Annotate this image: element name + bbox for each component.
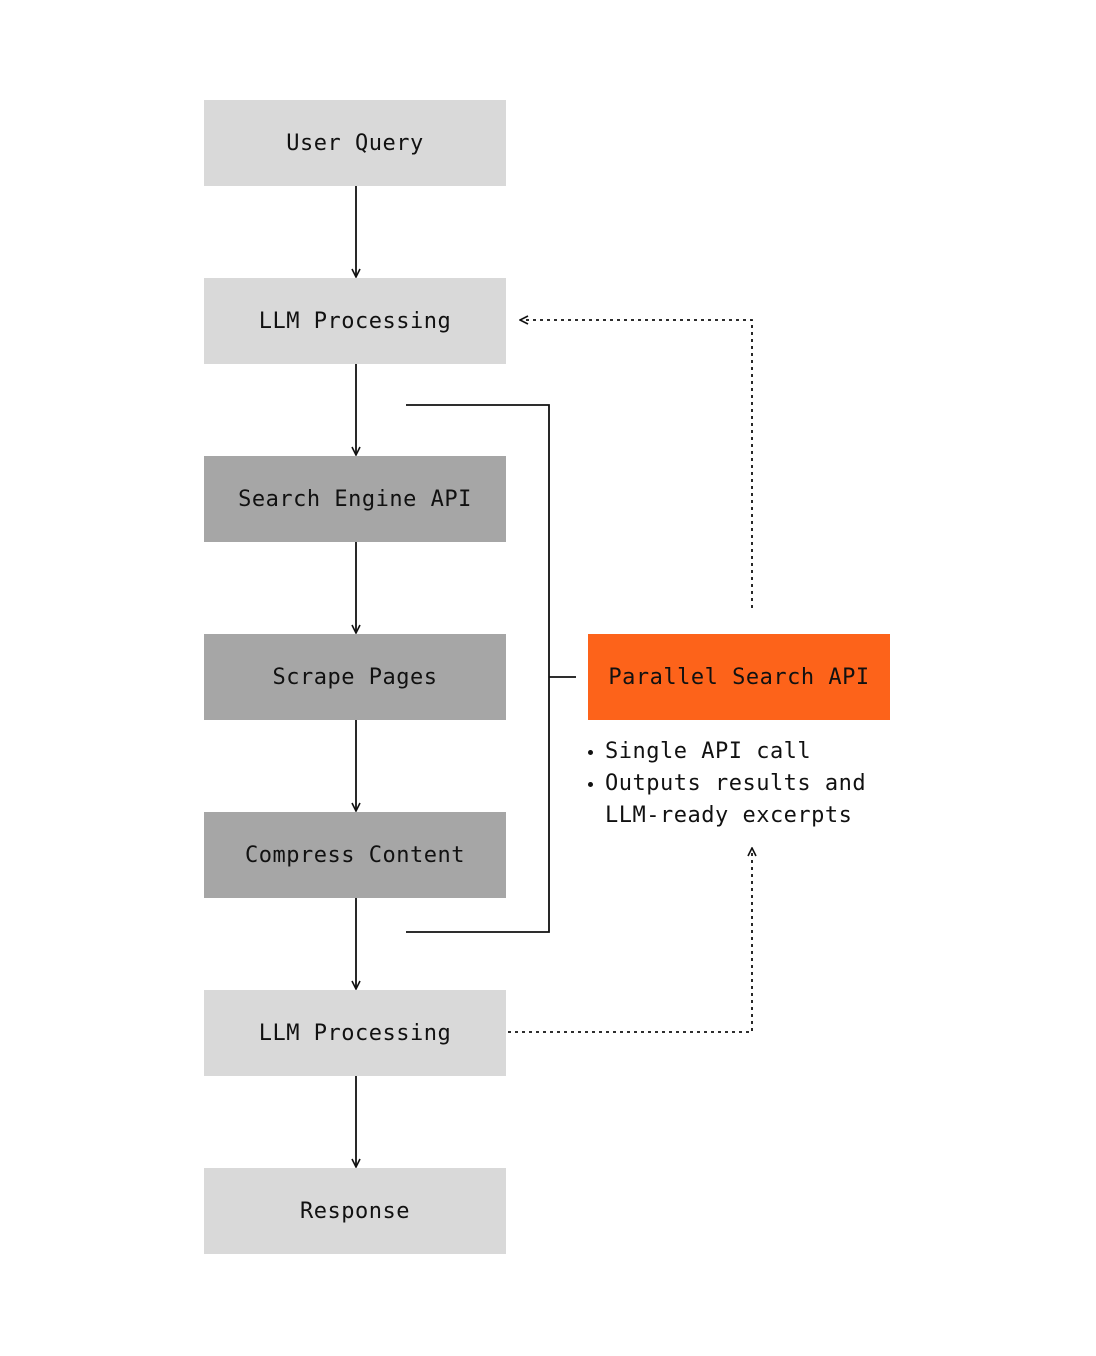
response-box: Response bbox=[204, 1168, 506, 1254]
llm-processing-box-2: LLM Processing bbox=[204, 990, 506, 1076]
compress-content-box: Compress Content bbox=[204, 812, 506, 898]
dashed-arrow-to-llm-processing bbox=[520, 320, 753, 608]
note-item: Outputs results and LLM-ready excerpts bbox=[586, 768, 906, 832]
note-item: Single API call bbox=[586, 736, 906, 768]
group-bracket bbox=[406, 404, 550, 933]
search-engine-api-box: Search Engine API bbox=[204, 456, 506, 542]
llm-processing-box-1: LLM Processing bbox=[204, 278, 506, 364]
dashed-arrow-to-parallel-api bbox=[508, 848, 752, 1033]
parallel-search-api-box: Parallel Search API bbox=[588, 634, 890, 720]
parallel-api-notes: Single API call Outputs results and LLM-… bbox=[586, 736, 906, 832]
user-query-box: User Query bbox=[204, 100, 506, 186]
scrape-pages-box: Scrape Pages bbox=[204, 634, 506, 720]
